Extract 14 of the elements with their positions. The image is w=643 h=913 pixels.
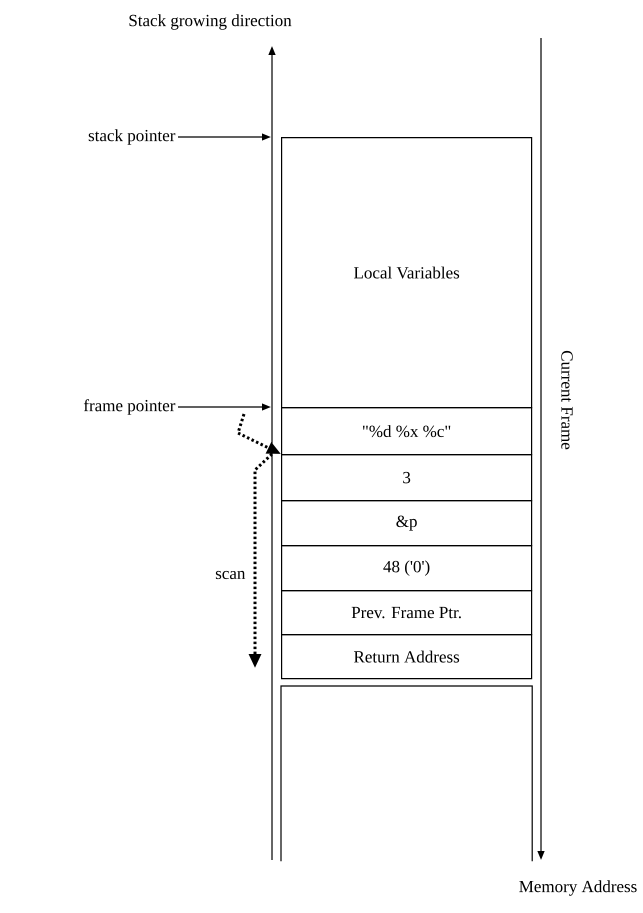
stack-slot: Return Address (281, 634, 532, 680)
pointer-label: stack pointer (88, 129, 176, 145)
stack-slot: Prev. Frame Ptr. (281, 590, 532, 636)
axis-label: Memory Address (519, 880, 637, 896)
stack-slot (280, 685, 533, 862)
axis-label: Current Frame (561, 350, 573, 450)
stack-slot: "%d %x %c" (281, 407, 532, 456)
edge-label: scan (214, 570, 246, 580)
stack-slot: 3 (281, 454, 532, 502)
axis-label: Stack growing direction (129, 14, 292, 30)
stack-slot: 48 ('0') (281, 545, 532, 592)
pointer-label: frame pointer (84, 399, 176, 415)
stack-slot: &p (281, 500, 532, 546)
stack-slot: Local Variables (281, 137, 532, 408)
